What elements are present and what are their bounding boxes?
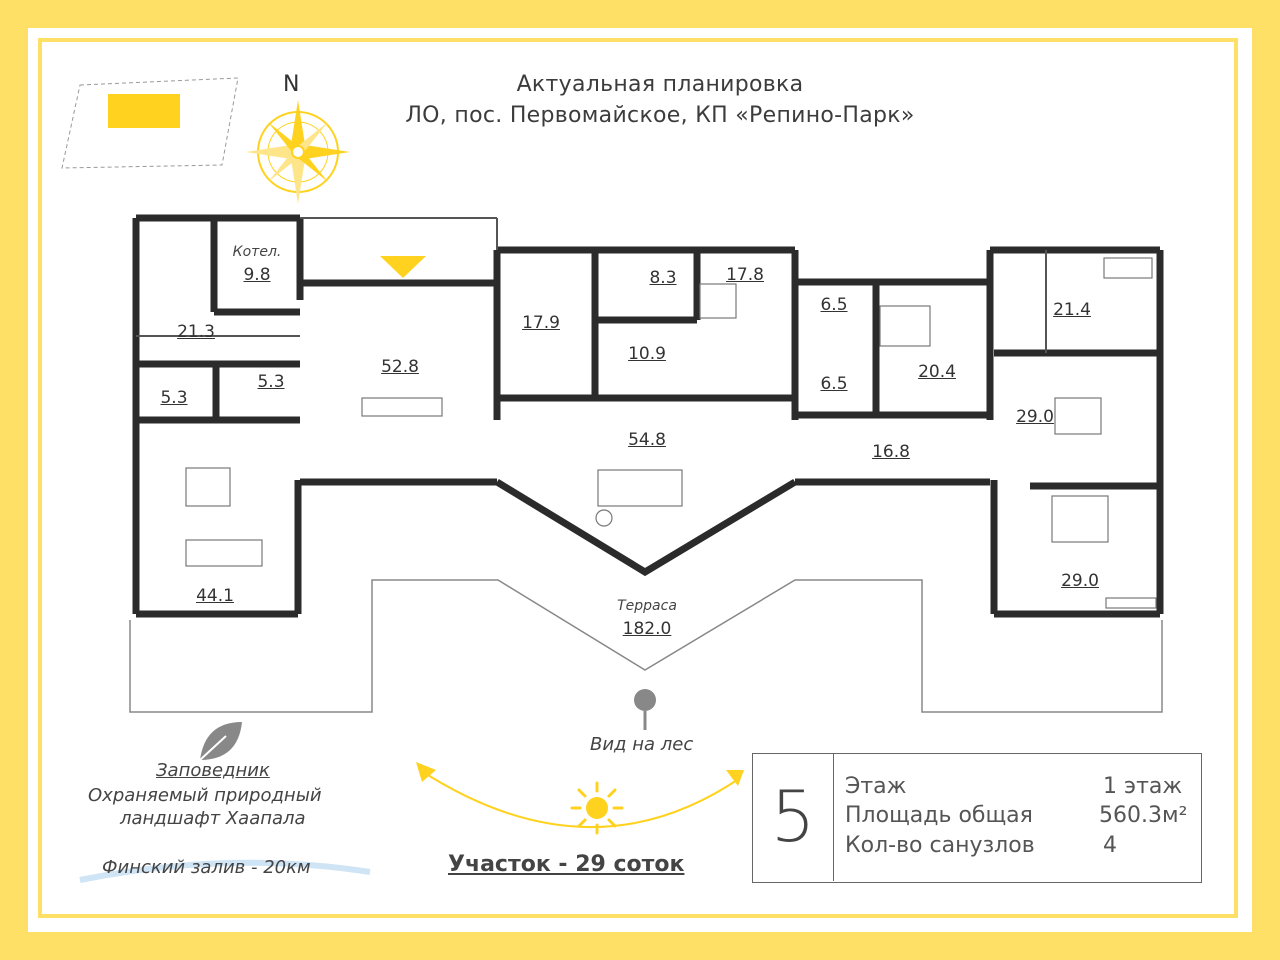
- reserve-title: Заповедник: [156, 760, 270, 781]
- room-name-terrace: Терраса: [617, 598, 677, 614]
- room-area-hall: 52.8: [381, 357, 419, 377]
- room-area: 29.0: [1061, 571, 1099, 591]
- gulf-wave: [79, 859, 371, 883]
- info-label-area: Площадь общая: [845, 803, 1033, 828]
- site-minimap: [61, 77, 239, 169]
- info-label-bathrooms: Кол-во санузлов: [845, 833, 1035, 858]
- house-number: 5: [753, 754, 834, 881]
- inner-frame: [38, 38, 1238, 918]
- room-area-terrace: 182.0: [622, 619, 672, 639]
- compass-north-label: N: [283, 72, 300, 97]
- compass-rose-icon: [246, 100, 350, 204]
- info-box: 5 Этаж 1 этаж Площадь общая 560.3м² Кол-…: [752, 753, 1202, 883]
- room-area: 29.0: [1016, 407, 1054, 427]
- gulf-distance: Финский залив - 20км: [102, 857, 311, 878]
- room-area: 21.4: [1053, 300, 1091, 320]
- sun-icon: [570, 781, 624, 835]
- reserve-line-2: ландшафт Хаапала: [120, 808, 306, 829]
- room-area: 16.8: [872, 442, 910, 462]
- room-area: 20.4: [918, 362, 956, 382]
- leaf-icon: [199, 722, 242, 761]
- view-pin-icon: [634, 689, 656, 730]
- room-area: 5.3: [257, 372, 285, 392]
- plot-size: Участок - 29 соток: [448, 852, 685, 877]
- room-area-boiler: 9.8: [243, 265, 271, 285]
- room-area-kitchen: 44.1: [196, 586, 234, 606]
- sun-path: [416, 762, 744, 828]
- room-area: 17.9: [522, 313, 560, 333]
- room-area: 6.5: [820, 295, 848, 315]
- room-area: 6.5: [820, 374, 848, 394]
- room-area: 10.9: [628, 344, 666, 364]
- title-line-2: ЛО, пос. Первомайское, КП «Репино-Парк»: [405, 103, 915, 128]
- room-name-boiler: Котел.: [232, 244, 282, 260]
- title-line-1: Актуальная планировка: [516, 72, 804, 97]
- room-area: 17.8: [726, 265, 764, 285]
- page-frame: [28, 28, 1252, 932]
- info-value-area: 560.3м²: [1099, 803, 1188, 828]
- info-label-floor: Этаж: [845, 774, 907, 799]
- room-area: 5.3: [160, 388, 188, 408]
- entrance-marker-icon: [380, 256, 426, 278]
- reserve-line-1: Охраняемый природный: [88, 785, 322, 806]
- view-label: Вид на лес: [590, 734, 694, 755]
- room-area: 8.3: [649, 268, 677, 288]
- terrace-outline: [129, 579, 1163, 713]
- room-area-living: 54.8: [628, 430, 666, 450]
- info-value-bathrooms: 4: [1103, 833, 1117, 858]
- room-area: 21.3: [177, 322, 215, 342]
- info-value-floor: 1 этаж: [1103, 774, 1183, 799]
